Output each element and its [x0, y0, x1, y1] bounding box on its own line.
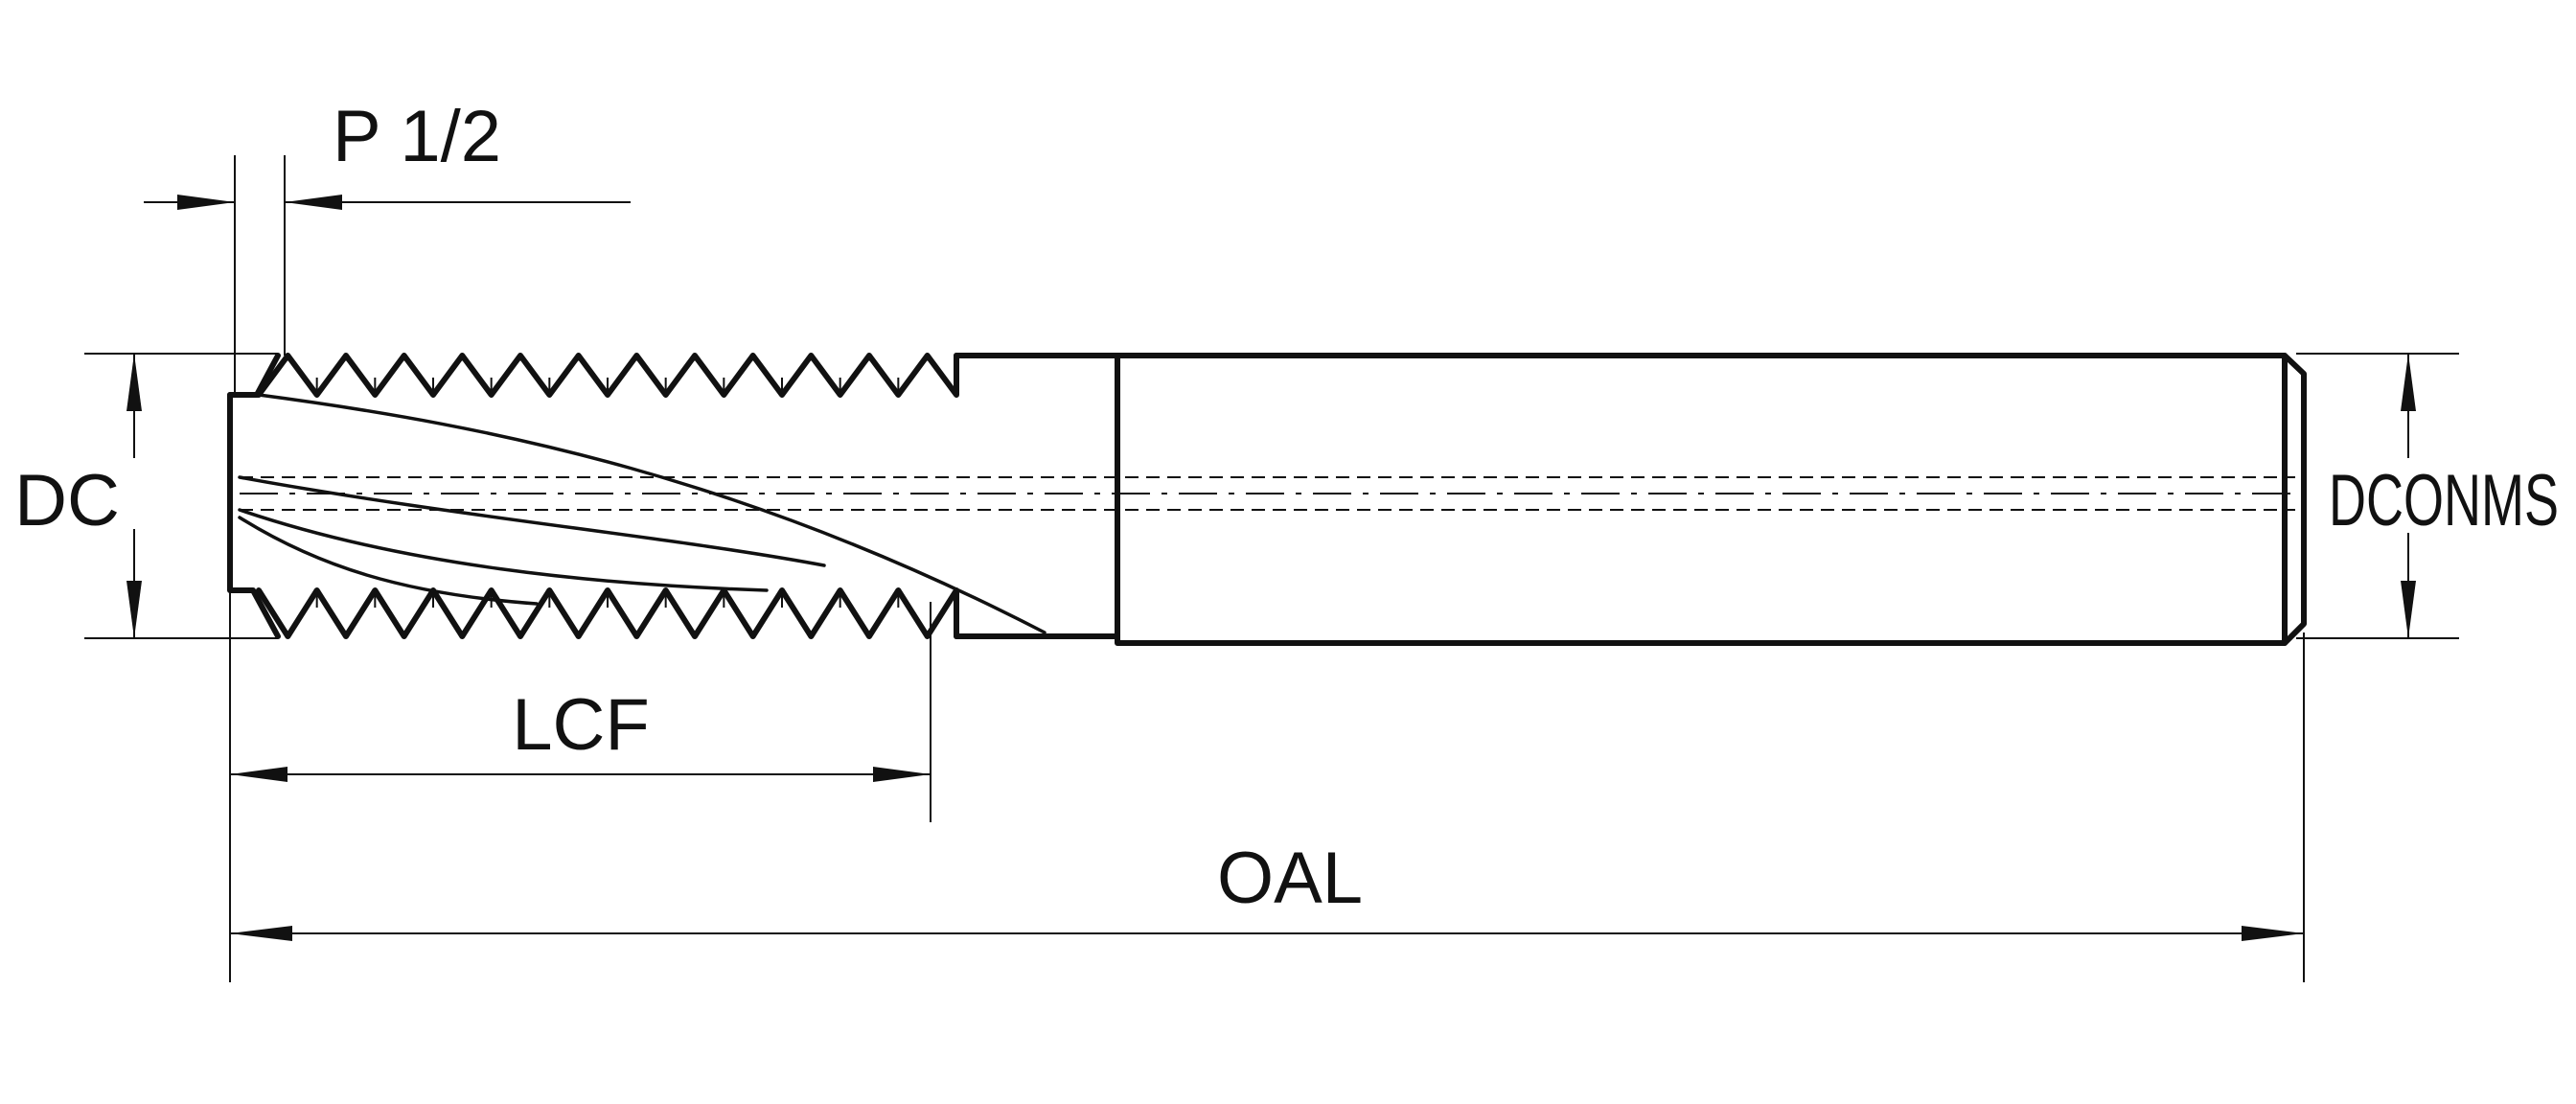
pitch-arrow-right	[285, 195, 342, 210]
oal-arrow-left	[230, 926, 292, 941]
oal-label: OAL	[1217, 838, 1363, 919]
dconms-label: DCONMS	[2329, 460, 2559, 541]
pitch-dimension: P 1/2	[144, 96, 631, 395]
flute-curve-4	[238, 516, 539, 606]
thread-profile	[256, 353, 959, 639]
pitch-label: P 1/2	[333, 96, 501, 177]
lcf-label: LCF	[512, 684, 650, 766]
thread-top-teeth	[256, 353, 959, 398]
dconms-dimension: DCONMS	[2296, 353, 2559, 639]
center-lines	[240, 476, 2295, 511]
shank-body	[1115, 353, 2288, 646]
flute-curve-1	[257, 393, 1046, 634]
lcf-arrow-right	[873, 767, 931, 782]
dc-arrow-bottom	[126, 581, 142, 638]
lcf-arrow-left	[230, 767, 288, 782]
pitch-arrow-left	[177, 195, 235, 210]
thread-bottom-teeth	[256, 587, 959, 639]
dc-arrow-top	[126, 354, 142, 411]
shank-end-chamfer	[2282, 353, 2307, 646]
dc-label: DC	[14, 460, 120, 541]
thread-root-ticks	[315, 378, 957, 608]
oal-arrow-right	[2242, 926, 2304, 941]
flute-curves	[238, 393, 1046, 634]
flute-curve-3	[238, 508, 769, 592]
dc-dimension: DC	[14, 353, 278, 639]
oal-dimension: OAL	[229, 590, 2305, 982]
flute-curve-2	[238, 475, 826, 567]
lcf-dimension: LCF	[230, 602, 932, 822]
tool-outline	[227, 353, 2307, 646]
dconms-arrow-bottom	[2401, 581, 2416, 638]
dconms-arrow-top	[2401, 354, 2416, 411]
